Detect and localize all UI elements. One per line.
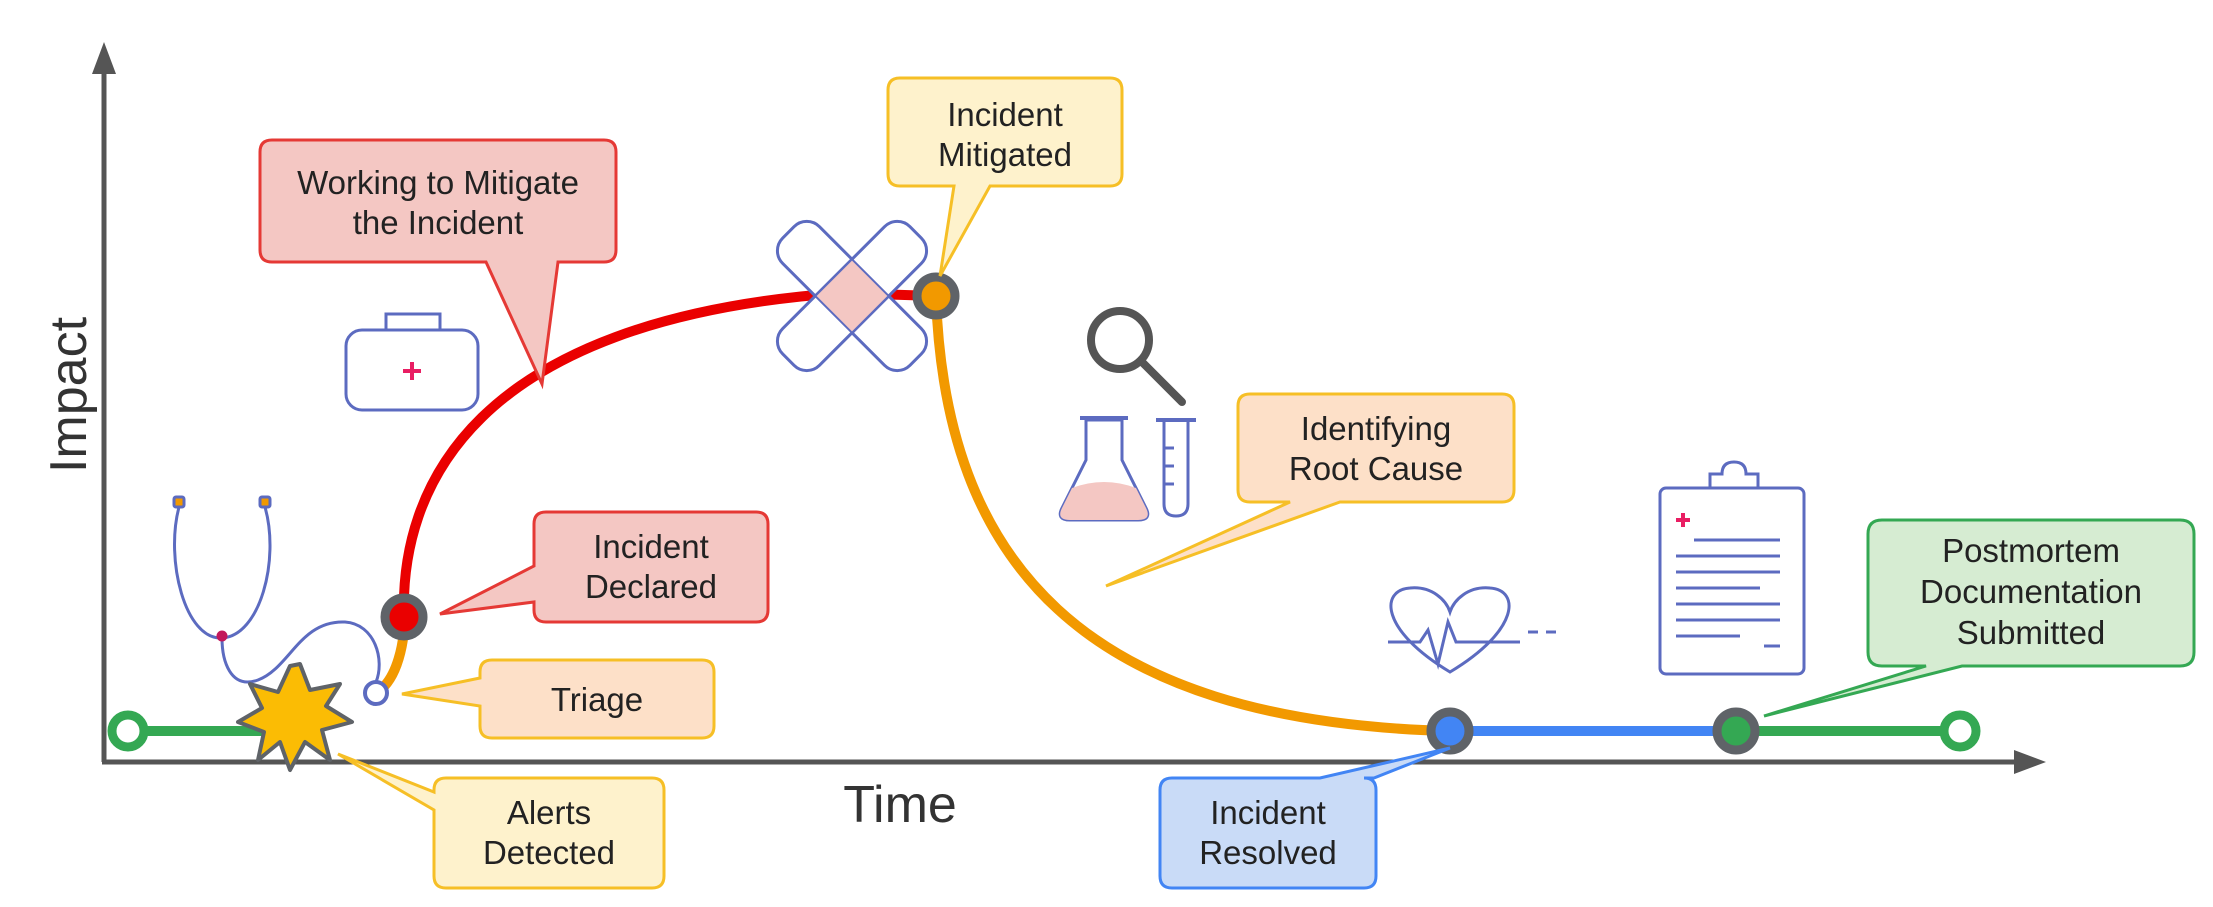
y-axis-label: Impact <box>40 316 98 473</box>
callout-mitigated-line1: Incident <box>947 96 1063 133</box>
node-declared <box>380 593 428 641</box>
node-resolved <box>1426 707 1474 755</box>
callout-working-line2: the Incident <box>353 204 524 241</box>
clipboard-icon <box>1658 460 1806 676</box>
heart-monitor-icon <box>1388 586 1556 674</box>
timeline-segment-root-cause <box>931 291 1455 736</box>
node-postmortem <box>1712 707 1760 755</box>
callout-working-to-mitigate: Working to Mitigate the Incident <box>258 138 618 390</box>
callout-alerts-line2: Detected <box>483 834 615 871</box>
timeline-segment-mitigating <box>398 287 941 622</box>
test-tube-icon <box>1156 418 1196 518</box>
node-end <box>1939 710 1981 752</box>
node-mitigated <box>912 272 960 320</box>
callout-postmortem-line2: Documentation <box>1920 573 2142 610</box>
callout-postmortem-line3: Submitted <box>1957 614 2106 651</box>
node-start <box>107 710 149 752</box>
timeline-nodes <box>107 272 1981 755</box>
callout-incident-resolved: Incident Resolved <box>1158 746 1451 890</box>
bandage-icon <box>775 219 929 373</box>
callout-resolved-line2: Resolved <box>1199 834 1337 871</box>
callout-postmortem-line1: Postmortem <box>1942 532 2120 569</box>
callout-triage: Triage <box>401 658 716 740</box>
callout-triage-line1: Triage <box>551 681 643 718</box>
callout-mitigated-line2: Mitigated <box>938 136 1072 173</box>
explosion-icon <box>236 662 354 772</box>
callout-alerts-line1: Alerts <box>507 794 591 831</box>
callout-alerts-detected: Alerts Detected <box>337 752 666 890</box>
x-axis-label: Time <box>843 776 957 834</box>
callout-incident-mitigated: Incident Mitigated <box>886 76 1124 277</box>
first-aid-kit-icon <box>344 312 480 412</box>
callout-working-line1: Working to Mitigate <box>297 164 579 201</box>
flask-icon <box>1058 416 1150 522</box>
axes: Impact Time <box>40 42 2046 834</box>
callout-declared-line2: Declared <box>585 568 717 605</box>
y-axis-arrowhead <box>92 42 116 74</box>
callout-root-cause-line2: Root Cause <box>1289 450 1463 487</box>
magnifier-icon <box>1087 307 1186 406</box>
callout-incident-declared: Incident Declared <box>439 510 770 624</box>
callout-identifying-root-cause: Identifying Root Cause <box>1105 392 1516 588</box>
stethoscope-icon <box>172 495 381 684</box>
node-triage <box>363 680 389 706</box>
callout-declared-line1: Incident <box>593 528 709 565</box>
callout-postmortem-submitted: Postmortem Documentation Submitted <box>1763 518 2196 718</box>
callout-root-cause-line1: Identifying <box>1301 410 1451 447</box>
x-axis-arrowhead <box>2014 750 2046 774</box>
callout-resolved-line1: Incident <box>1210 794 1326 831</box>
